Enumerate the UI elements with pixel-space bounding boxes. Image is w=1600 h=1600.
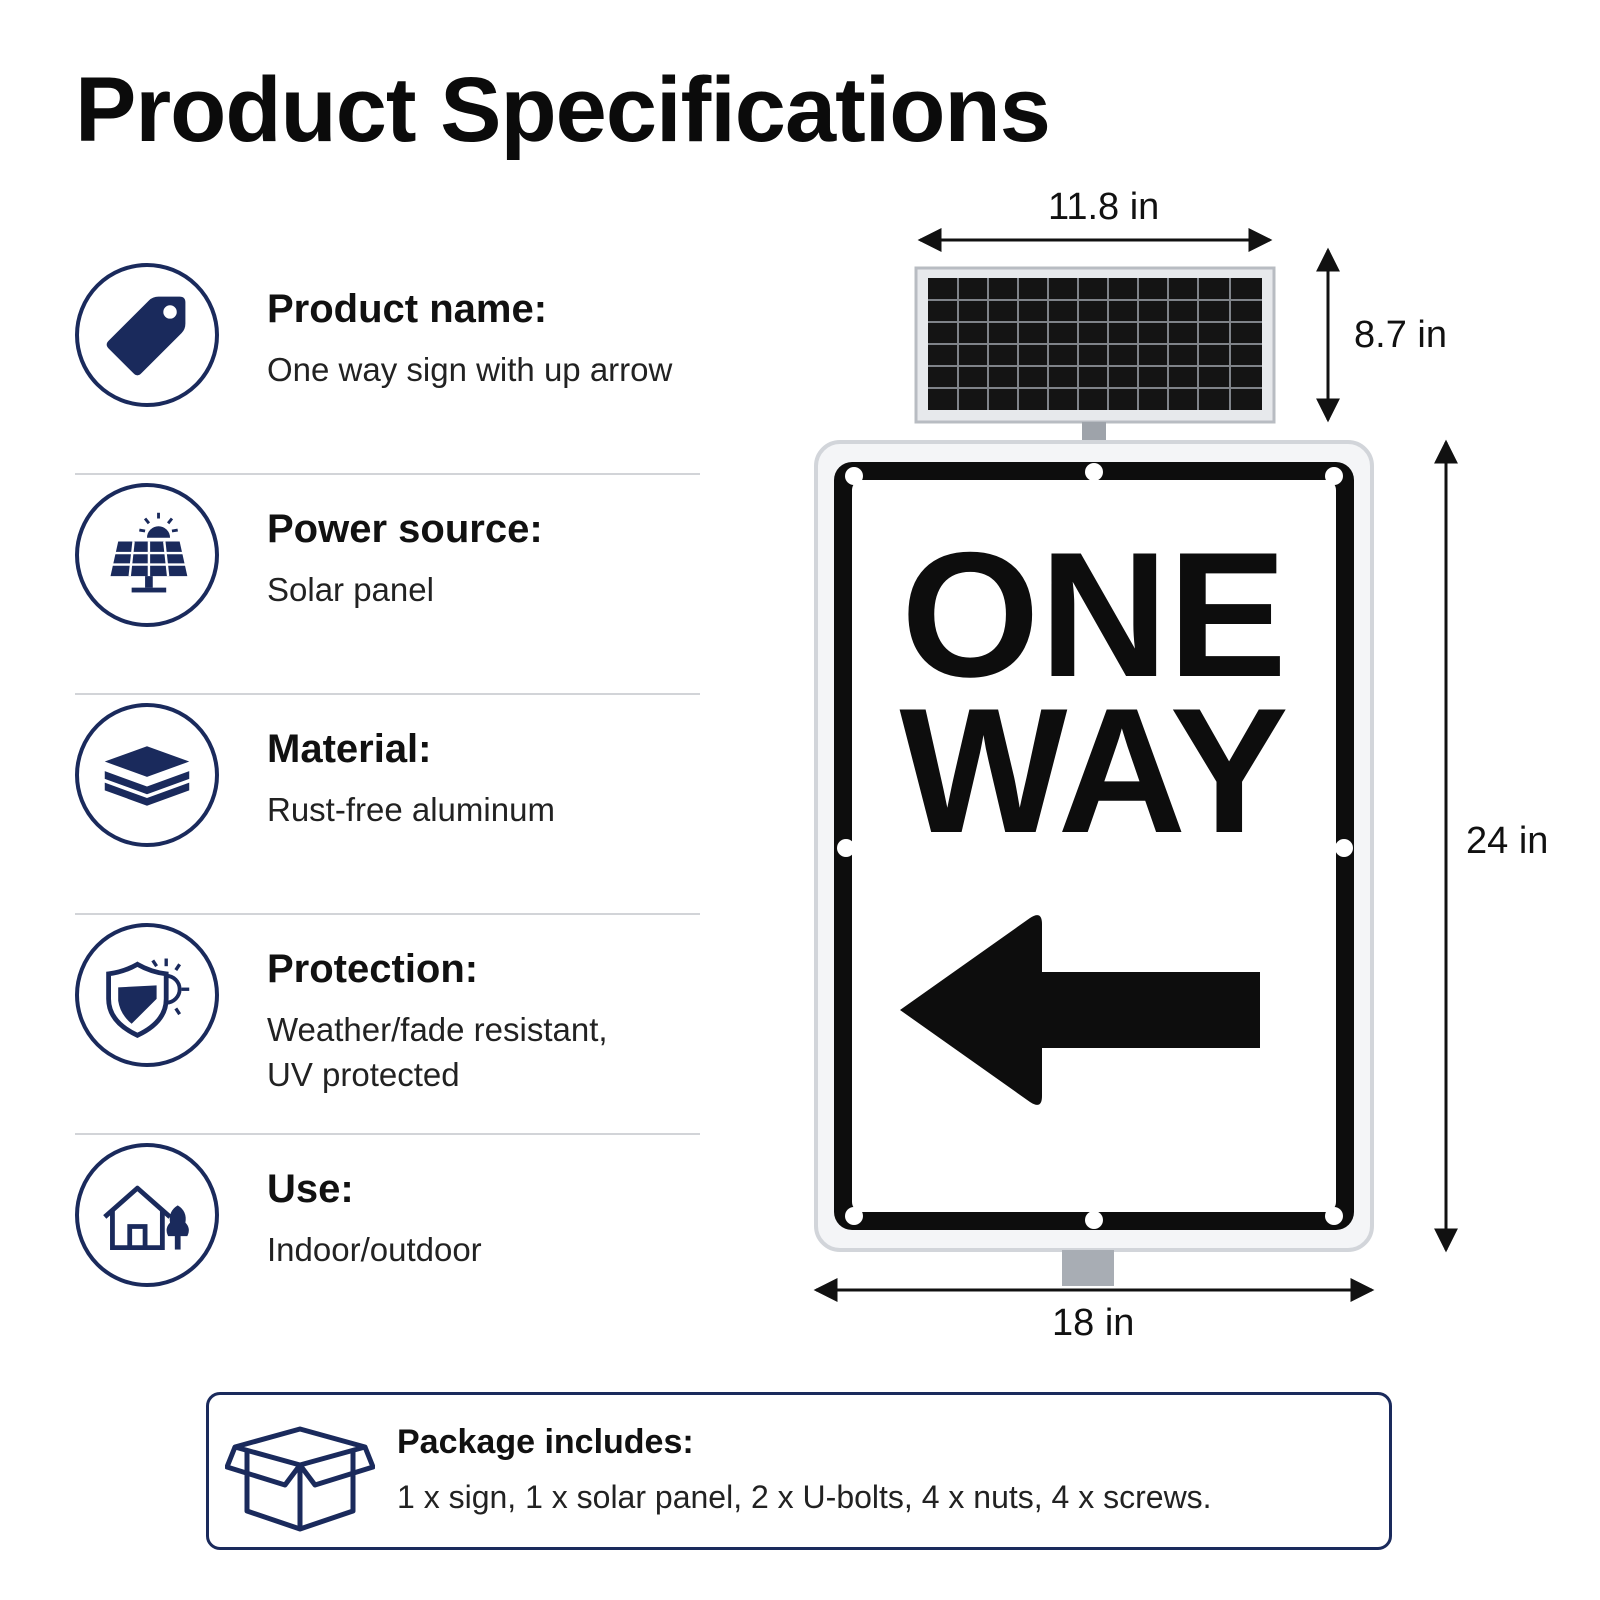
package-value: 1 x sign, 1 x solar panel, 2 x U-bolts, … (397, 1479, 1212, 1515)
box-icon (225, 1426, 375, 1532)
spec-label: Use: (267, 1167, 354, 1211)
spec-list: Product name: One way sign with up arrow (75, 255, 700, 1355)
solar-panel (914, 266, 1276, 442)
product-figure: ONE WAY 11.8 in 8.7 in 24 in 18 in (780, 180, 1580, 1344)
panel-height-label: 8.7 in (1354, 314, 1447, 356)
spec-value: Indoor/outdoor (267, 1231, 482, 1268)
package-label: Package includes: (397, 1423, 694, 1461)
sign-height-label: 24 in (1466, 820, 1549, 862)
left-arrow-icon (900, 915, 1260, 1105)
house-tree-icon (75, 1143, 219, 1287)
layers-icon (75, 703, 219, 847)
spec-value: Solar panel (267, 571, 434, 608)
price-tag-icon (75, 263, 219, 407)
spec-use: Use: Indoor/outdoor (75, 1135, 700, 1355)
spec-product-name: Product name: One way sign with up arrow (75, 255, 700, 475)
spec-label: Product name: (267, 287, 548, 331)
sign-text-line2: WAY (899, 671, 1288, 870)
spec-value: Rust-free aluminum (267, 791, 555, 828)
solar-panel-icon (75, 483, 219, 627)
one-way-sign: ONE WAY (814, 440, 1374, 1286)
product-illustration: ONE WAY (813, 228, 1458, 1302)
shield-sun-icon (75, 923, 219, 1067)
panel-width-label: 11.8 in (1048, 186, 1160, 228)
spec-label: Material: (267, 727, 432, 771)
sign-width-label: 18 in (1052, 1302, 1135, 1344)
spec-value: One way sign with up arrow (267, 351, 673, 388)
spec-material: Material: Rust-free aluminum (75, 695, 700, 915)
sign-text-line1: ONE (901, 515, 1287, 714)
spec-power-source: Power source: Solar panel (75, 475, 700, 695)
page-title: Product Specifications (75, 59, 1051, 161)
package-includes-box: Package includes: 1 x sign, 1 x solar pa… (206, 1392, 1392, 1550)
spec-protection: Protection: Weather/fade resistant, UV p… (75, 915, 700, 1135)
spec-label: Protection: (267, 947, 479, 991)
spec-value: Weather/fade resistant, UV protected (267, 1011, 608, 1093)
spec-label: Power source: (267, 507, 543, 551)
